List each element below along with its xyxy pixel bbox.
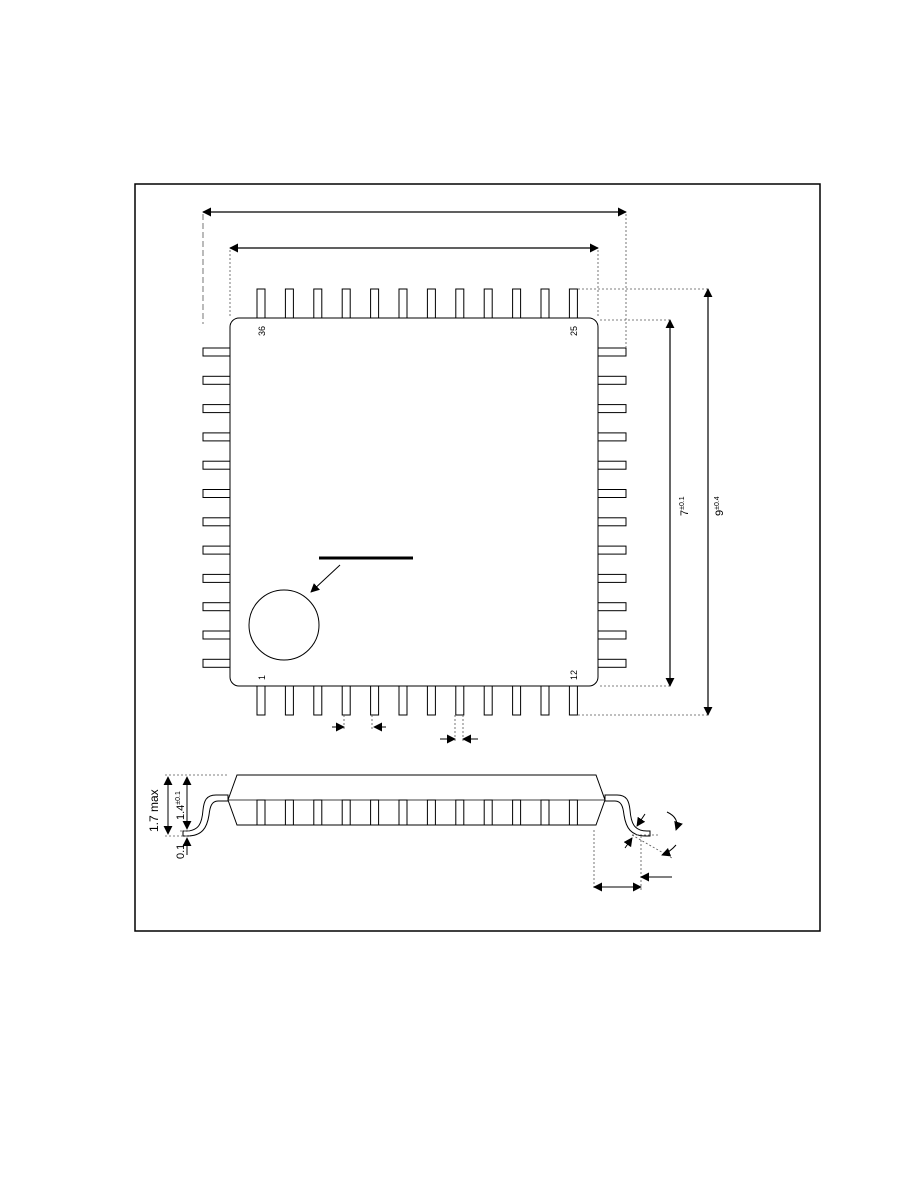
gull-wing-lead-left xyxy=(182,794,229,837)
lead-top xyxy=(426,288,436,321)
lead-top xyxy=(313,288,323,321)
lead-side xyxy=(455,799,465,826)
lead-top xyxy=(370,288,380,321)
lead-bottom xyxy=(398,685,408,716)
lead-top xyxy=(256,288,266,321)
pin1-marker-circle xyxy=(248,589,320,661)
package-body xyxy=(229,317,599,687)
lead-left xyxy=(202,460,233,470)
lead-top xyxy=(398,288,408,321)
pin-label-36: 36 xyxy=(257,326,267,336)
lead-left xyxy=(202,489,233,498)
lead-side xyxy=(540,799,550,826)
lead-side xyxy=(284,799,294,826)
lead-bottom xyxy=(284,685,294,716)
lead-left xyxy=(202,404,233,414)
lead-right xyxy=(597,404,627,414)
lead-top xyxy=(540,288,550,321)
top-view: 36 25 1 12 xyxy=(202,288,627,716)
lead-left xyxy=(202,630,233,640)
lead-top xyxy=(341,288,351,321)
lead-left xyxy=(202,658,233,668)
lead-right xyxy=(597,658,627,668)
lead-side xyxy=(256,799,266,826)
lead-right xyxy=(597,347,627,357)
side-view: 1.7 max 1.4±0.1 0.1 xyxy=(147,774,683,892)
lead-top xyxy=(568,288,578,321)
pin1-marker-arrow xyxy=(310,564,341,593)
lead-top xyxy=(455,288,465,321)
angle-arc-upper xyxy=(666,811,683,831)
leads-left-column xyxy=(202,347,233,668)
lead-right xyxy=(597,602,627,612)
lead-right xyxy=(597,460,627,470)
lead-bottom xyxy=(256,685,266,716)
width-dimensions xyxy=(202,207,627,348)
lead-side xyxy=(341,799,351,826)
lead-top xyxy=(483,288,493,321)
pin-label-25: 25 xyxy=(569,326,579,336)
leads-right-column xyxy=(597,347,627,668)
lead-left xyxy=(202,545,233,555)
lead-span-height-label: 9±0.4 xyxy=(714,496,726,516)
lead-bottom xyxy=(540,685,550,716)
side-view-leads xyxy=(256,799,578,826)
body-height-label: 7±0.1 xyxy=(679,496,691,516)
height-dimensions: 7±0.1 9±0.4 xyxy=(578,288,726,716)
lead-bottom xyxy=(512,685,522,716)
lead-right xyxy=(597,545,627,555)
lead-bottom xyxy=(568,685,578,716)
lead-side xyxy=(512,799,522,826)
angle-arrow xyxy=(623,837,633,849)
lead-left xyxy=(202,602,233,612)
lead-right xyxy=(597,432,627,442)
lead-top xyxy=(284,288,294,321)
lead-bottom xyxy=(455,685,465,716)
lead-bottom xyxy=(370,685,380,716)
lead-right xyxy=(597,517,627,527)
lead-side xyxy=(483,799,493,826)
lead-top xyxy=(512,288,522,321)
lead-left xyxy=(202,573,233,583)
lead-right xyxy=(597,489,627,498)
lead-side xyxy=(426,799,436,826)
lead-side xyxy=(568,799,578,826)
angle-arc-lower xyxy=(661,844,677,857)
max-height-label: 1.7 max xyxy=(147,789,161,832)
lead-bottom xyxy=(341,685,351,716)
drawing-frame xyxy=(134,183,821,932)
lead-left xyxy=(202,432,233,442)
angle-guide-line xyxy=(631,834,673,859)
lead-bottom xyxy=(483,685,493,716)
lead-left xyxy=(202,517,233,527)
lead-right xyxy=(597,375,627,385)
pin-label-12: 12 xyxy=(569,670,579,680)
pin-label-1: 1 xyxy=(257,675,267,680)
angle-arrow xyxy=(636,813,646,827)
pitch-markers xyxy=(332,715,478,744)
body-thickness-label: 1.4±0.1 xyxy=(175,791,187,820)
standoff-label: 0.1 xyxy=(175,844,187,859)
lead-bottom xyxy=(313,685,323,716)
lead-side xyxy=(313,799,323,826)
lead-side xyxy=(398,799,408,826)
lead-side xyxy=(370,799,380,826)
leads-bottom-row xyxy=(256,685,578,716)
lead-right xyxy=(597,630,627,640)
lead-bottom xyxy=(426,685,436,716)
leads-top-row xyxy=(256,288,578,321)
lead-left xyxy=(202,375,233,385)
gull-wing-lead-right xyxy=(604,794,651,837)
lead-left xyxy=(202,347,233,357)
lead-right xyxy=(597,573,627,583)
